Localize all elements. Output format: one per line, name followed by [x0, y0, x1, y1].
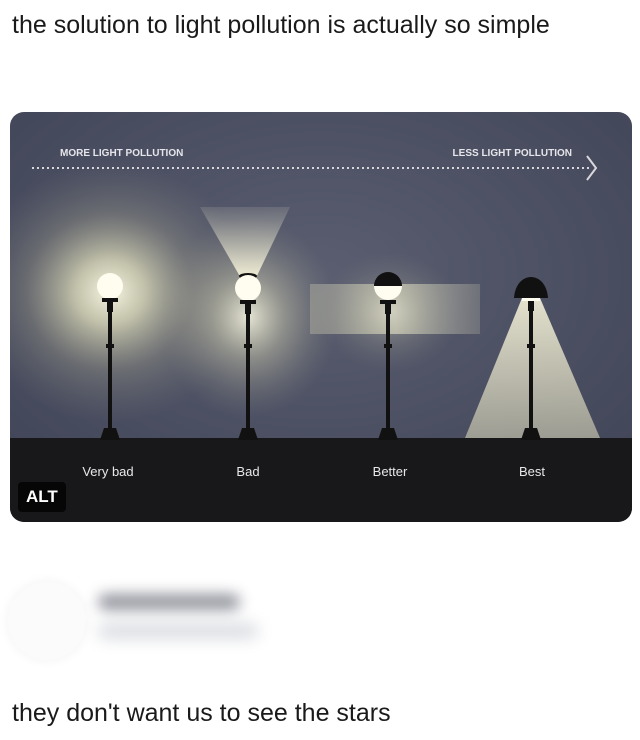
more-light-pollution-label: MORE LIGHT POLLUTION — [60, 148, 183, 159]
label-better: Better — [373, 464, 408, 479]
reply-text: they don't want us to see the stars — [12, 699, 391, 727]
ground — [10, 438, 632, 522]
alt-text-button[interactable]: ALT — [18, 482, 66, 512]
less-light-pollution-label: LESS LIGHT POLLUTION — [453, 148, 572, 159]
lamp-very-bad — [97, 273, 123, 440]
avatar[interactable] — [8, 582, 86, 660]
light-pollution-illustration: MORE LIGHT POLLUTION LESS LIGHT POLLUTIO… — [10, 112, 632, 522]
reply-header — [0, 570, 640, 680]
post-text: the solution to light pollution is actua… — [12, 11, 550, 39]
arrow-right-icon — [586, 155, 598, 181]
light-cone-up — [200, 207, 290, 280]
label-very-bad: Very bad — [82, 464, 133, 479]
blurred-display-name — [98, 594, 240, 610]
blurred-handle — [98, 624, 258, 638]
label-best: Best — [519, 464, 545, 479]
label-bad: Bad — [236, 464, 259, 479]
lamp-better — [374, 272, 402, 440]
lamp-best — [514, 277, 548, 440]
post-image[interactable]: MORE LIGHT POLLUTION LESS LIGHT POLLUTIO… — [10, 112, 632, 522]
lamp-bad — [235, 273, 261, 440]
